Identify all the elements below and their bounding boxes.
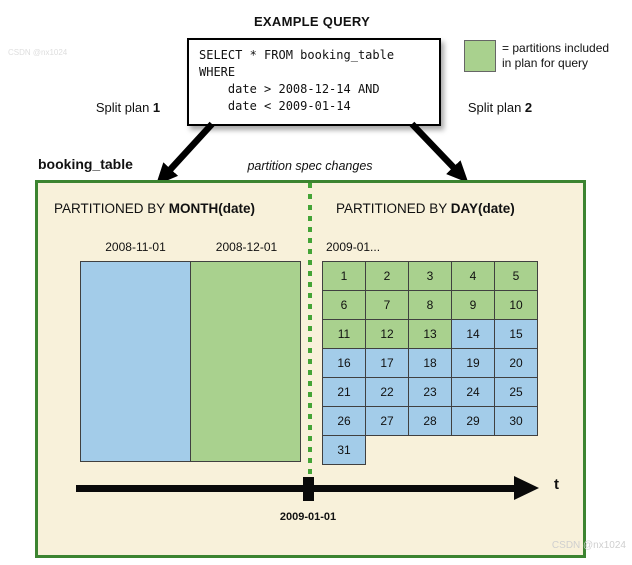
booking-table-panel: PARTITIONED BY MONTH(date) PARTITIONED B…: [35, 180, 586, 558]
watermark: CSDN @nx1024: [551, 540, 626, 551]
partition-spec-divider: [308, 183, 312, 483]
day-title-emph: DAY(date): [450, 201, 515, 216]
split-plan-1-number: 1: [152, 100, 161, 115]
split-plan-2-label: Split plan 2: [448, 100, 552, 115]
day-cell-10: 10: [494, 290, 538, 320]
day-cell-18: 18: [408, 348, 452, 378]
day-cell-5: 5: [494, 261, 538, 291]
day-cell-25: 25: [494, 377, 538, 407]
day-cell-22: 22: [365, 377, 409, 407]
day-cell-8: 8: [408, 290, 452, 320]
timeline-arrowhead-icon: [514, 476, 539, 500]
day-title-prefix: PARTITIONED BY: [336, 201, 451, 216]
split-plan-1-label: Split plan 1: [76, 100, 180, 115]
split-plan-2-prefix: Split plan: [467, 100, 525, 115]
day-cell-3: 3: [408, 261, 452, 291]
booking-table-label: booking_table: [38, 156, 133, 172]
partitioned-by-month-title: PARTITIONED BY MONTH(date): [54, 201, 255, 216]
month-column-labels: 2008-11-01 2008-12-01: [80, 240, 302, 254]
month-partition-2008-11-01: [80, 261, 191, 462]
split-plan-1-prefix: Split plan: [95, 100, 153, 115]
day-cell-19: 19: [451, 348, 495, 378]
day-cell-12: 12: [365, 319, 409, 349]
month-column-label: 2008-11-01: [105, 240, 166, 254]
arrow-to-plan-2: [409, 121, 469, 184]
timeline-axis: [76, 485, 516, 492]
month-title-emph: MONTH(date): [168, 201, 256, 216]
day-cell-17: 17: [365, 348, 409, 378]
timeline-tick: [303, 477, 314, 501]
month-partitions: [80, 261, 301, 462]
day-cell-28: 28: [408, 406, 452, 436]
day-cell-16: 16: [322, 348, 366, 378]
day-cell-14: 14: [451, 319, 495, 349]
legend-swatch-green: [464, 40, 496, 72]
month-title-prefix: PARTITIONED BY: [54, 201, 169, 216]
day-cell-24: 24: [451, 377, 495, 407]
day-cell-2: 2: [365, 261, 409, 291]
example-query-title: EXAMPLE QUERY: [253, 14, 371, 29]
month-column-label: 2008-12-01: [215, 240, 278, 254]
day-cell-15: 15: [494, 319, 538, 349]
day-cell-26: 26: [322, 406, 366, 436]
arrow-to-plan-1: [155, 121, 215, 186]
day-cell-20: 20: [494, 348, 538, 378]
split-plan-2-number: 2: [524, 100, 533, 115]
day-cell-13: 13: [408, 319, 452, 349]
day-cell-11: 11: [322, 319, 366, 349]
month-partition-2008-12-01: [190, 261, 301, 462]
query-box: SELECT * FROM booking_table WHERE date >…: [187, 38, 441, 126]
day-cell-7: 7: [365, 290, 409, 320]
day-cell-6: 6: [322, 290, 366, 320]
query-sql-text: SELECT * FROM booking_table WHERE date >…: [199, 48, 395, 113]
january-label: 2009-01...: [326, 240, 381, 254]
day-cell-30: 30: [494, 406, 538, 436]
day-cell-21: 21: [322, 377, 366, 407]
timeline-tick-label: 2009-01-01: [279, 511, 337, 523]
watermark-faint: CSDN @nx1024: [8, 48, 68, 57]
partition-spec-changes-label: partition spec changes: [247, 159, 373, 173]
day-cell-29: 29: [451, 406, 495, 436]
partitioned-by-day-title: PARTITIONED BY DAY(date): [336, 201, 515, 216]
timeline-axis-label: t: [554, 476, 559, 493]
day-cell-9: 9: [451, 290, 495, 320]
day-cell-31: 31: [322, 435, 366, 465]
day-cell-23: 23: [408, 377, 452, 407]
day-cell-4: 4: [451, 261, 495, 291]
day-cell-1: 1: [322, 261, 366, 291]
day-cell-27: 27: [365, 406, 409, 436]
legend-label: = partitions included in plan for query: [502, 41, 610, 70]
